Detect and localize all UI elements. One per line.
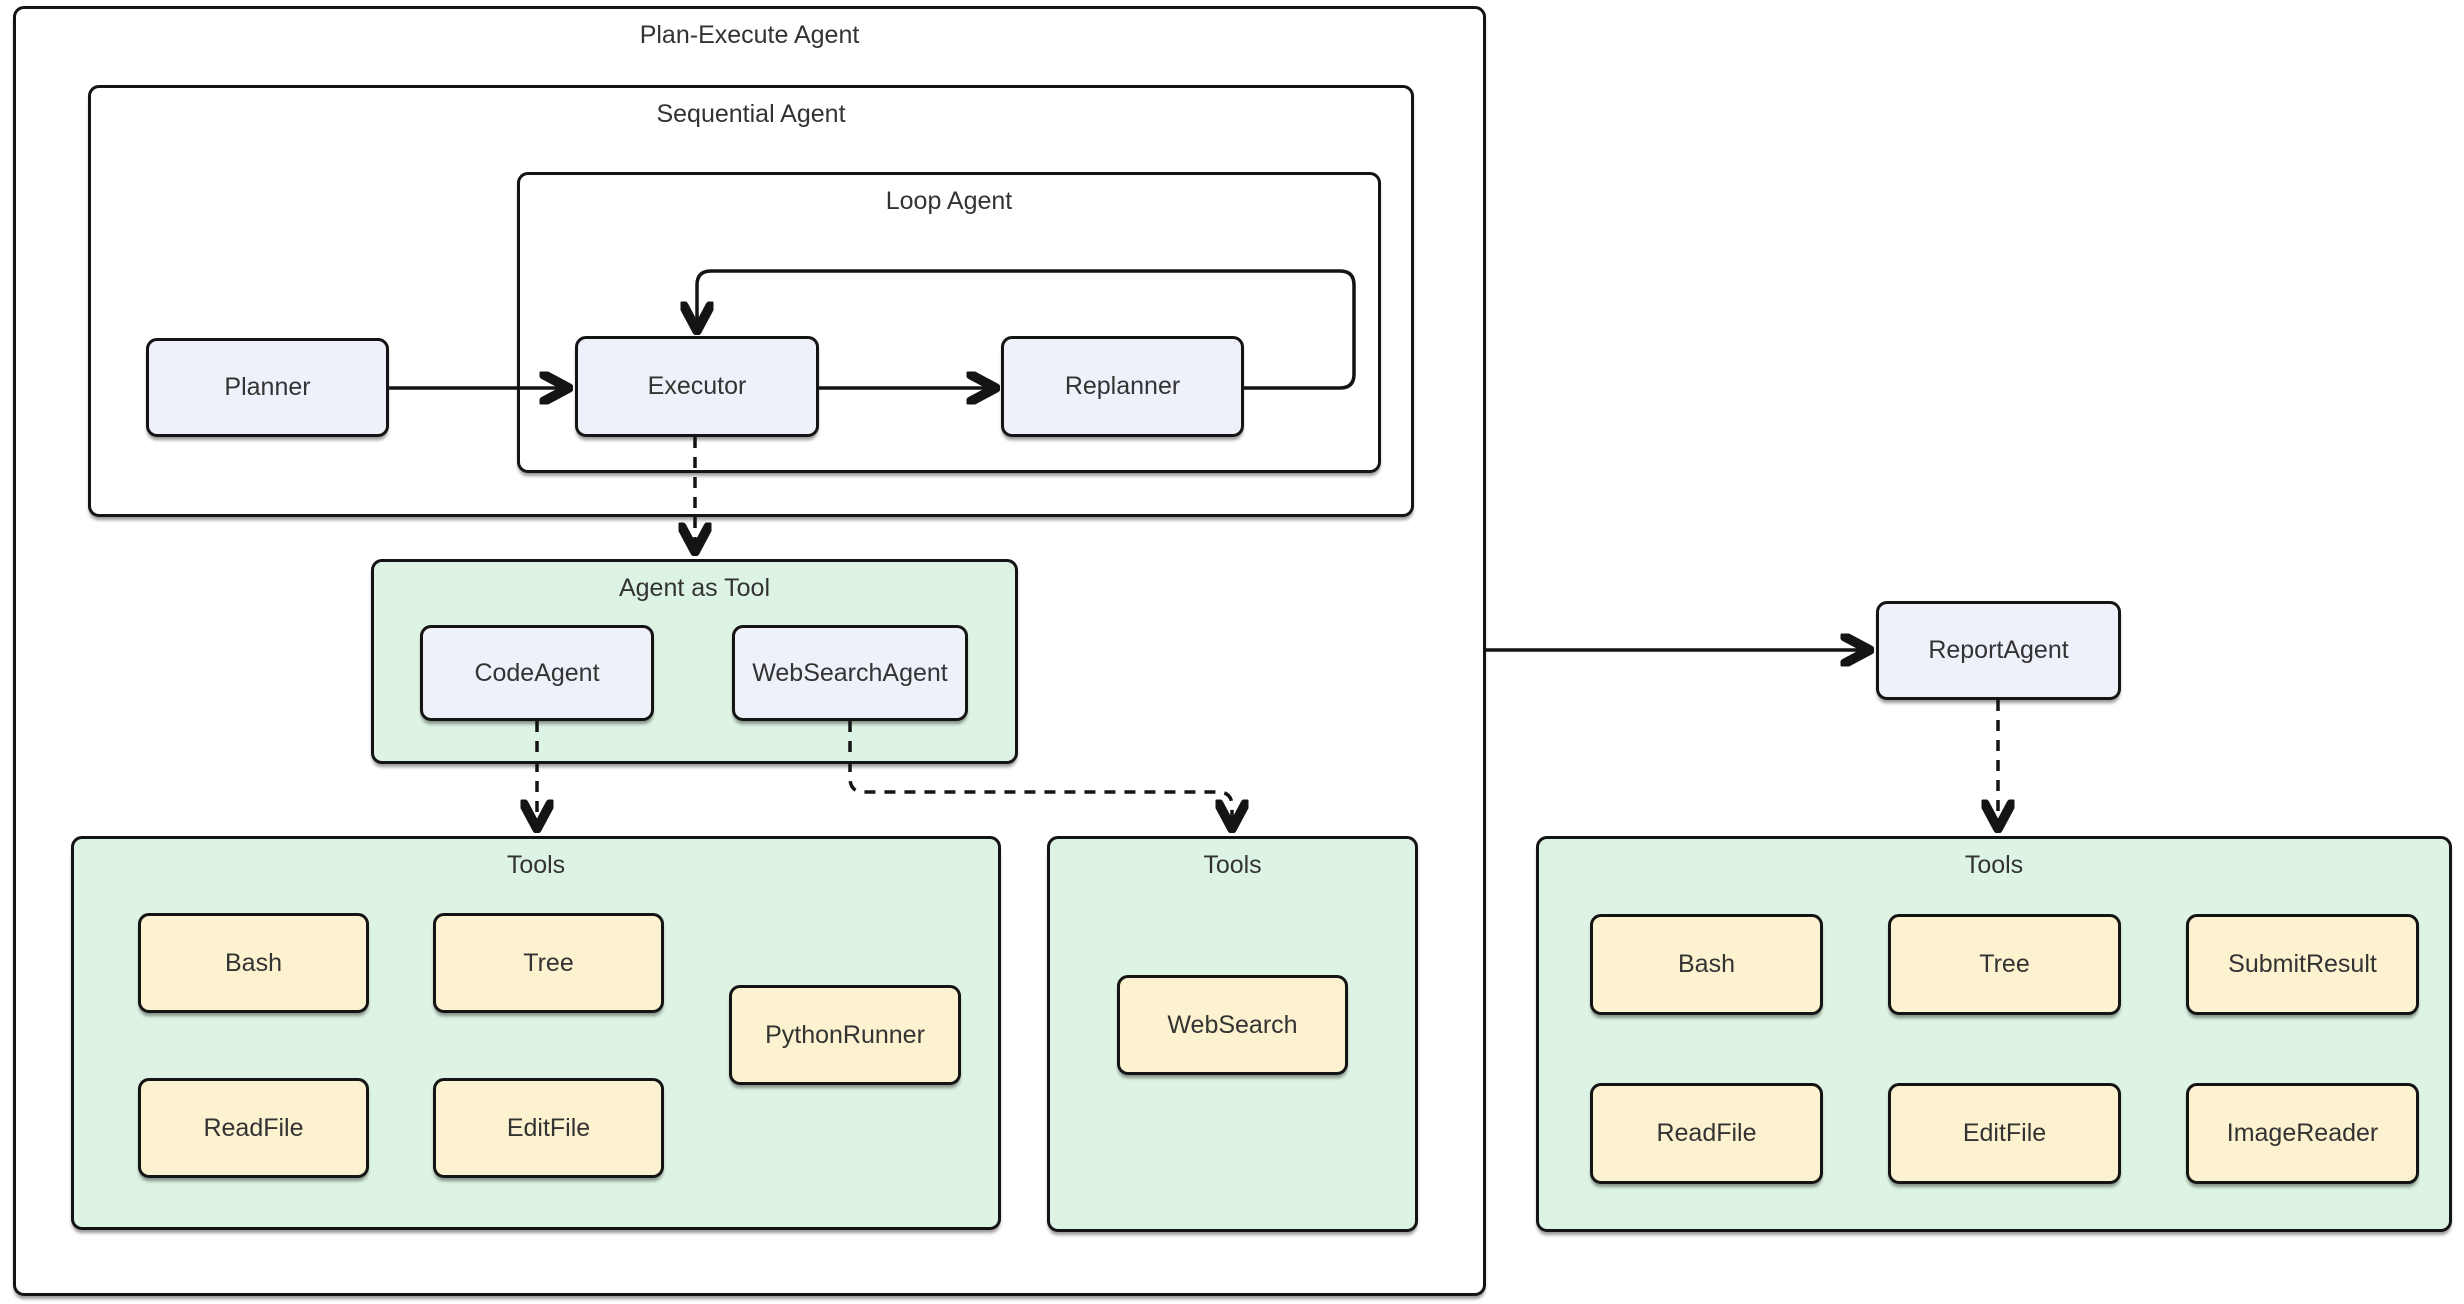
tool-box-editfile: EditFile bbox=[433, 1078, 664, 1178]
replanner-node: Replanner bbox=[1001, 336, 1244, 437]
report-agent-label: ReportAgent bbox=[1928, 636, 2069, 664]
tool-label: WebSearch bbox=[1167, 1010, 1298, 1039]
report-agent-node: ReportAgent bbox=[1876, 601, 2121, 700]
tools-left-title: Tools bbox=[506, 851, 566, 879]
tool-box-imagereader: ImageReader bbox=[2186, 1083, 2419, 1184]
executor-label: Executor bbox=[647, 372, 747, 400]
tool-label: ReadFile bbox=[1656, 1119, 1757, 1147]
tool-box-submitresult: SubmitResult bbox=[2186, 914, 2419, 1015]
tool-box-editfile-right: EditFile bbox=[1888, 1083, 2121, 1184]
code-agent-label: CodeAgent bbox=[474, 658, 600, 687]
tool-box-readfile: ReadFile bbox=[138, 1078, 369, 1178]
executor-node: Executor bbox=[575, 336, 819, 437]
tool-label: Tree bbox=[523, 948, 574, 977]
tool-label: ReadFile bbox=[203, 1113, 304, 1142]
web-search-agent-label: WebSearchAgent bbox=[752, 658, 948, 687]
loop-agent-title: Loop Agent bbox=[885, 187, 1013, 215]
tool-box-websearch: WebSearch bbox=[1117, 975, 1348, 1075]
tool-box-tree-right: Tree bbox=[1888, 914, 2121, 1015]
planner-label: Planner bbox=[224, 373, 311, 401]
tool-label: PythonRunner bbox=[765, 1020, 925, 1049]
plan-execute-agent-title: Plan-Execute Agent bbox=[639, 21, 860, 49]
tool-box-bash: Bash bbox=[138, 913, 369, 1013]
replanner-label: Replanner bbox=[1064, 372, 1181, 400]
tool-box-tree: Tree bbox=[433, 913, 664, 1013]
tool-label: Bash bbox=[1678, 950, 1735, 978]
tool-label: SubmitResult bbox=[2228, 950, 2377, 978]
tool-label: Bash bbox=[225, 948, 282, 977]
planner-node: Planner bbox=[146, 338, 389, 437]
tool-box-bash-right: Bash bbox=[1590, 914, 1823, 1015]
web-search-agent-node: WebSearchAgent bbox=[732, 625, 968, 721]
tool-label: EditFile bbox=[506, 1113, 591, 1142]
tools-right-title: Tools bbox=[1964, 851, 2024, 879]
tool-label: ImageReader bbox=[2226, 1119, 2379, 1147]
sequential-agent-title: Sequential Agent bbox=[656, 100, 846, 128]
tool-box-pythonrunner: PythonRunner bbox=[729, 985, 961, 1085]
tool-label: EditFile bbox=[1962, 1119, 2047, 1147]
tool-label: Tree bbox=[1979, 950, 2030, 978]
code-agent-node: CodeAgent bbox=[420, 625, 654, 721]
tool-box-readfile-right: ReadFile bbox=[1590, 1083, 1823, 1184]
agent-as-tool-title: Agent as Tool bbox=[618, 574, 771, 602]
tools-mid-title: Tools bbox=[1203, 851, 1262, 879]
